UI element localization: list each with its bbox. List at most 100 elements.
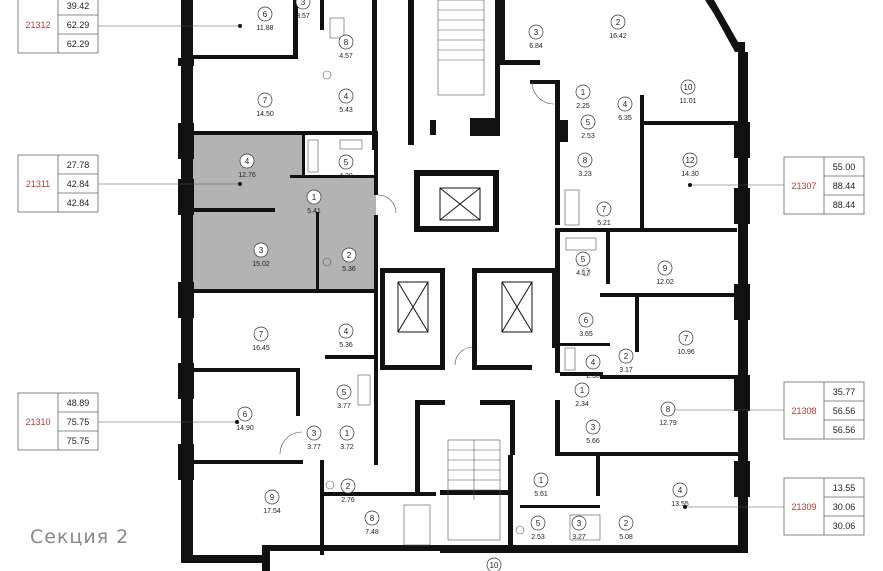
room-label: 33.77	[306, 425, 322, 451]
leader-dot	[238, 182, 242, 186]
room-number-circle	[253, 242, 269, 258]
room-label: 52.53	[580, 114, 596, 140]
room-number: 2	[616, 18, 621, 27]
room-number: 8	[583, 156, 588, 165]
room-number-circle	[257, 92, 273, 108]
room-label: 42.30	[585, 354, 601, 380]
room-label: 413.55	[671, 482, 689, 508]
room-number: 4	[678, 486, 683, 495]
room-area: 5.36	[339, 342, 353, 349]
apartment-area-value: 30.06	[833, 521, 856, 531]
apartment-area-value: 75.75	[67, 417, 90, 427]
room-number-circle	[680, 79, 696, 95]
room-label: 12.34	[574, 382, 590, 408]
room-number: 5	[344, 158, 349, 167]
room-number-circle	[571, 515, 587, 531]
room-label: 53.77	[336, 384, 352, 410]
room-number: 7	[602, 205, 607, 214]
room-number-circle	[338, 323, 354, 339]
room-label: 412.76	[238, 153, 256, 179]
room-number: 4	[344, 92, 349, 101]
room-number-circle	[306, 189, 322, 205]
room-number-circle	[239, 153, 255, 169]
room-number-circle	[657, 260, 673, 276]
room-area: 2.34	[575, 401, 589, 408]
room-label: 36.84	[528, 24, 544, 50]
room-area: 2.53	[531, 534, 545, 541]
room-number-circle	[530, 515, 546, 531]
room-area: 5.43	[339, 107, 353, 114]
room-number-circle	[341, 247, 357, 263]
interior-walls	[193, 0, 738, 555]
room-area: 3.57	[296, 13, 310, 20]
room-area: 14.50	[256, 111, 274, 118]
room-area: 15.02	[252, 261, 270, 268]
room-area: 17.54	[263, 508, 281, 515]
room-label: 917.54	[263, 489, 281, 515]
apartment-number: 21311	[26, 179, 50, 189]
apartment-area-value: 75.75	[67, 436, 90, 446]
room-area: 14.30	[681, 171, 699, 178]
room-label: 83.23	[577, 152, 593, 178]
room-area: 11.01	[680, 98, 697, 105]
room-area: 10.96	[677, 349, 695, 356]
room-number: 5	[581, 255, 586, 264]
room-area: 5.36	[342, 266, 356, 273]
room-number-circle	[338, 154, 354, 170]
room-label: 84.57	[338, 34, 354, 60]
room-number-circle	[577, 152, 593, 168]
room-number-circle	[682, 152, 698, 168]
room-number-circle	[580, 114, 596, 130]
apartment-area-value: 30.06	[833, 502, 856, 512]
room-label: 33.27	[571, 515, 587, 541]
room-number: 1	[539, 476, 544, 485]
room-area: 5.61	[534, 491, 548, 498]
room-number: 7	[259, 330, 264, 339]
room-area: 5.21	[597, 220, 611, 227]
room-number: 3	[312, 429, 317, 438]
room-number-circle	[575, 251, 591, 267]
room-area: 13.55	[671, 501, 689, 508]
room-number-circle	[237, 406, 253, 422]
room-area: 2.53	[581, 133, 595, 140]
room-number: 6	[263, 10, 268, 19]
room-number-circle	[618, 348, 634, 364]
room-number: 8	[666, 405, 671, 414]
room-number: 3	[259, 246, 264, 255]
room-number: 2	[347, 251, 352, 260]
room-label: 315.02	[252, 242, 270, 268]
room-label: 33.57	[295, 0, 311, 20]
room-number: 3	[301, 0, 306, 7]
room-number-circle	[575, 84, 591, 100]
room-label: 35.66	[585, 419, 601, 445]
room-label: 13.72	[339, 425, 355, 451]
room-label: 52.53	[530, 515, 546, 541]
room-number: 2	[624, 519, 629, 528]
room-number: 5	[586, 118, 591, 127]
room-label: 912.02	[656, 260, 674, 286]
room-number-circle	[660, 401, 676, 417]
room-label: 54.17	[575, 251, 591, 277]
room-number: 4	[591, 358, 596, 367]
apartment-area-value: 62.29	[67, 39, 90, 49]
room-number-circle	[585, 354, 601, 370]
room-label: 87.48	[364, 510, 380, 536]
room-label: 46.35	[617, 96, 633, 122]
room-number: 2	[624, 352, 629, 361]
room-number: 7	[263, 96, 268, 105]
apartment-number: 21312	[25, 20, 50, 30]
room-area: 3.77	[307, 444, 321, 451]
room-area: 12.76	[238, 172, 256, 179]
room-number-circle	[264, 489, 280, 505]
apartment-number: 21307	[791, 181, 816, 191]
